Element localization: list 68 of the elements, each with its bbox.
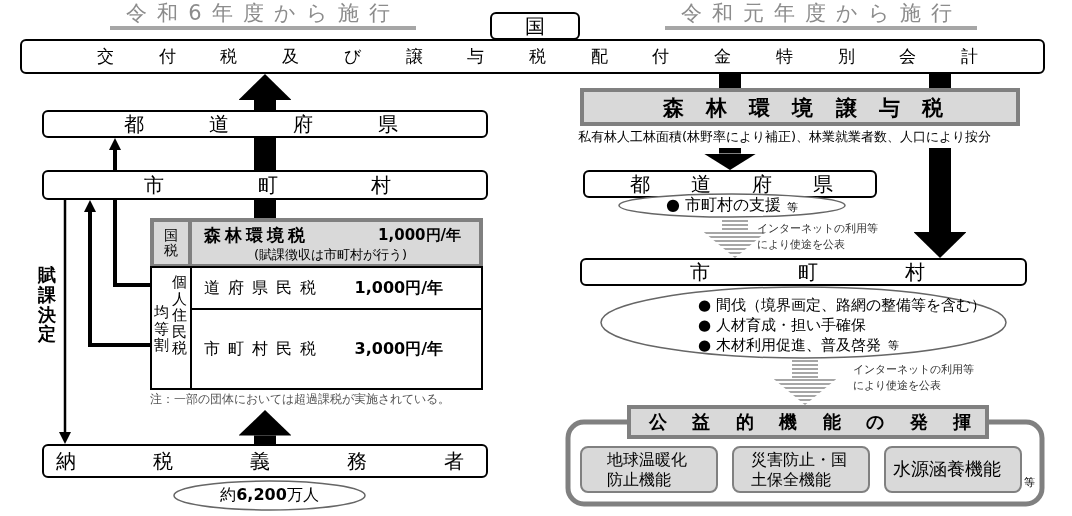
- node-caption: 私有林人工林面積(林野率により補正)、林業就業者数、人口により按分: [578, 128, 992, 146]
- bullet-item: ● 木材利用促進、普及啓発: [698, 336, 881, 355]
- function-box: [732, 446, 870, 493]
- arrow: [703, 148, 757, 170]
- process-box: [42, 110, 488, 138]
- arrow: [84, 200, 150, 347]
- box-label: 森林環境譲与税: [663, 95, 943, 122]
- tax-amount: 1,000円/年: [378, 226, 461, 245]
- arrow: [913, 148, 967, 258]
- box-label: 都道府県: [630, 170, 833, 196]
- box-label: 水源涵養機能: [893, 458, 1002, 481]
- box-label: 国: [525, 12, 545, 40]
- cell-note: (賦課徴収は市町村が行う): [254, 246, 408, 264]
- table-cell: [190, 308, 483, 390]
- process-box: [20, 39, 1045, 74]
- table-cell: [190, 266, 483, 310]
- ellipse-shape: [600, 286, 1007, 359]
- group-panel: [565, 405, 1045, 507]
- arrow: [773, 359, 837, 405]
- tax-name: 森林環境税: [204, 224, 309, 247]
- tax-amount: 3,000円/年: [354, 338, 443, 360]
- box-label: 災害防止・国土保全機能: [751, 449, 848, 490]
- connector-line: [113, 200, 150, 287]
- connector-line: [719, 74, 741, 88]
- connector-line: [254, 200, 276, 218]
- box-label: 市町村: [144, 171, 391, 199]
- footnote-text: 等: [888, 338, 899, 353]
- label-box: [490, 12, 580, 40]
- ellipse-shape: [173, 480, 366, 511]
- cell-label: 国税: [164, 227, 178, 259]
- box-label: 交付税及び譲与税配付金特別会計: [97, 45, 978, 68]
- box-label: 納税義務者: [56, 447, 464, 475]
- box-label: 市町村: [690, 258, 925, 286]
- arrow: [238, 74, 292, 110]
- section-title: 令和6年度から施行: [110, 1, 416, 30]
- cell-label: 個人住民税: [172, 274, 187, 357]
- process-box: [42, 170, 488, 200]
- panel-heading: 公益的機能の発揮: [649, 410, 971, 434]
- table-cell: [150, 266, 192, 390]
- box-label: 都道府県: [124, 110, 398, 138]
- footnote-text: 等: [1024, 475, 1035, 490]
- arrow: [109, 138, 121, 170]
- tax-amount: 1,000円/年: [354, 277, 443, 299]
- process-box: [583, 170, 877, 198]
- ellipse-label: 約6,200万人: [220, 485, 319, 506]
- bullet-item: ● 人材育成・担い手確保: [698, 316, 866, 335]
- arrow: [703, 218, 767, 258]
- cell-label: 均等割: [154, 304, 169, 354]
- function-box: [580, 446, 718, 493]
- arrow: [238, 410, 292, 444]
- function-box: [884, 446, 1022, 493]
- connector-line: [929, 74, 951, 88]
- edge-label: インターネットの利用等により使途を公表: [757, 221, 879, 253]
- ellipse-shape: [618, 193, 846, 218]
- edge-label: 賦課決定: [38, 265, 56, 345]
- tax-name: 市町村民税: [204, 338, 324, 360]
- ellipse-label: ● 市町村の支援: [665, 195, 781, 216]
- process-box: [580, 258, 1027, 286]
- arrow: [59, 200, 71, 444]
- edge-label: インターネットの利用等により使途を公表: [853, 362, 975, 394]
- footnote-text: 注：一部の団体においては超過課税が実施されている。: [150, 391, 451, 408]
- footnote-text: 等: [787, 200, 798, 215]
- section-title: 令和元年度から施行: [665, 1, 977, 30]
- connector-line: [254, 138, 276, 170]
- box-label: 地球温暖化防止機能: [607, 449, 688, 490]
- tax-name: 道府県民税: [204, 277, 324, 299]
- bullet-item: ● 間伐（境界画定、路網の整備等を含む）: [698, 296, 986, 315]
- process-box: [42, 444, 488, 478]
